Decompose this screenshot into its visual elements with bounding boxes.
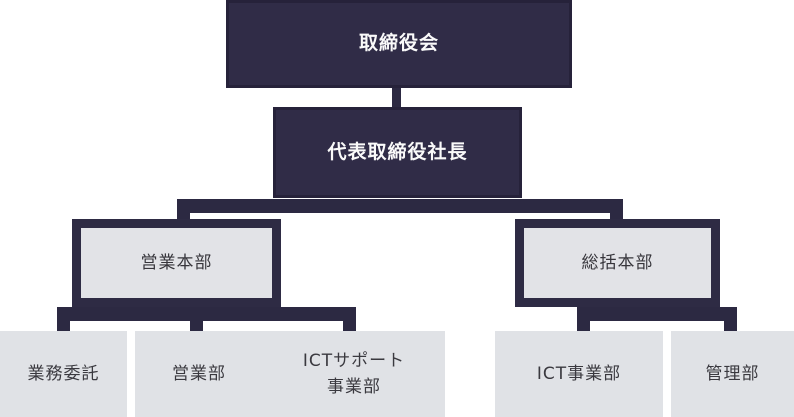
node-label: 営業部 — [172, 363, 226, 384]
node-label: 管理部 — [705, 363, 760, 384]
node-label: 代表取締役社長 — [327, 140, 468, 163]
connector-drop-admin-dept — [724, 307, 737, 336]
connector-drop-ict-support — [343, 307, 356, 336]
node-label: 総括本部 — [581, 252, 654, 273]
node-sales-headquarters: 営業本部 — [72, 219, 281, 307]
node-sales-department: 営業部 — [135, 331, 263, 417]
node-admin-department: 管理部 — [671, 331, 794, 417]
connector-sales-hq-branch-bar — [57, 307, 356, 321]
node-label-line1: ICTサポート — [302, 350, 406, 371]
node-president: 代表取締役社長 — [273, 107, 522, 198]
node-label: ICT事業部 — [536, 363, 622, 384]
connector-drop-outsourcing — [57, 307, 70, 336]
node-board-of-directors: 取締役会 — [226, 0, 572, 88]
node-ict-support-division: ICTサポート 事業部 — [263, 331, 445, 417]
node-general-headquarters: 総括本部 — [515, 219, 720, 307]
node-ict-division: ICT事業部 — [495, 331, 663, 417]
connector-president-branch-bar — [177, 199, 623, 213]
node-label: 取締役会 — [358, 32, 439, 55]
connector-drop-sales-dept — [190, 307, 203, 336]
node-label-line2: 事業部 — [327, 377, 381, 397]
node-outsourcing: 業務委託 — [0, 331, 127, 417]
connector-board-to-president — [392, 85, 401, 111]
node-label: 業務委託 — [27, 363, 100, 384]
connector-general-hq-branch-bar — [577, 307, 737, 321]
connector-drop-ict-division — [577, 307, 590, 336]
node-label: 営業本部 — [140, 252, 213, 273]
